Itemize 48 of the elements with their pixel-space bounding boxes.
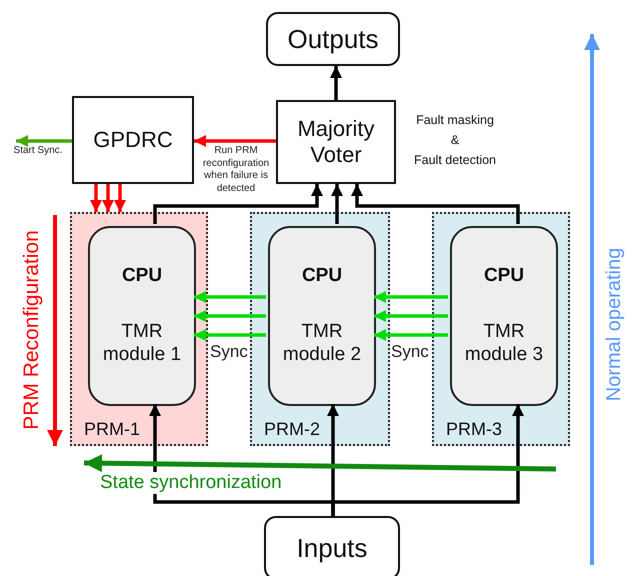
- module-heading: CPU: [484, 265, 524, 288]
- module-region: [70, 212, 208, 446]
- annotation-text: Fault detection: [413, 152, 497, 169]
- input-box: [264, 516, 400, 576]
- arrow: [16, 135, 72, 147]
- node-label: Majority Voter: [296, 116, 376, 168]
- arrow: [351, 184, 520, 224]
- edge-label: Start Sync.: [12, 145, 64, 158]
- node-label: TMR module 2: [282, 321, 362, 367]
- voter-box: [276, 100, 396, 184]
- arrow: [153, 184, 323, 224]
- vertical-label: PRM Reconfiguration: [20, 230, 44, 430]
- edge-label: Run PRM reconfiguration when failure is detected: [202, 145, 270, 195]
- arrow: [194, 329, 266, 341]
- annotation-text: Fault masking: [415, 112, 495, 129]
- arrow: [194, 310, 266, 322]
- node-label: PRM-1: [84, 419, 140, 440]
- arrow: [331, 184, 343, 224]
- arrow: [102, 184, 114, 212]
- node-label: TMR module 1: [102, 321, 182, 367]
- module-box: [450, 226, 558, 406]
- module-box: [268, 226, 376, 406]
- annotation-text: &: [450, 132, 460, 149]
- arrow: [374, 310, 448, 322]
- module-heading: CPU: [302, 265, 342, 288]
- controller-box: [72, 96, 194, 184]
- node-label: PRM-3: [446, 419, 502, 440]
- output-box: [266, 12, 400, 66]
- arrow: [374, 329, 448, 341]
- edge-label: Sync: [391, 341, 430, 362]
- node-label: Outputs: [287, 24, 379, 54]
- arrow: [194, 135, 276, 147]
- arrow: [90, 184, 102, 212]
- node-label: PRM-2: [264, 419, 320, 440]
- node-label: Inputs: [296, 532, 368, 564]
- module-region: [432, 212, 570, 446]
- module-region: [250, 212, 390, 446]
- arrow: [114, 184, 126, 212]
- vertical-label: Normal operating: [602, 247, 626, 401]
- arrow: [194, 291, 266, 303]
- module-heading: CPU: [122, 265, 162, 288]
- node-label: GPDRC: [93, 127, 173, 153]
- arrow: [331, 404, 524, 516]
- arrow: [374, 291, 448, 303]
- edge-label: Sync: [210, 341, 249, 362]
- module-box: [88, 226, 196, 406]
- arrow: [330, 66, 342, 100]
- node-label: TMR module 3: [464, 321, 544, 367]
